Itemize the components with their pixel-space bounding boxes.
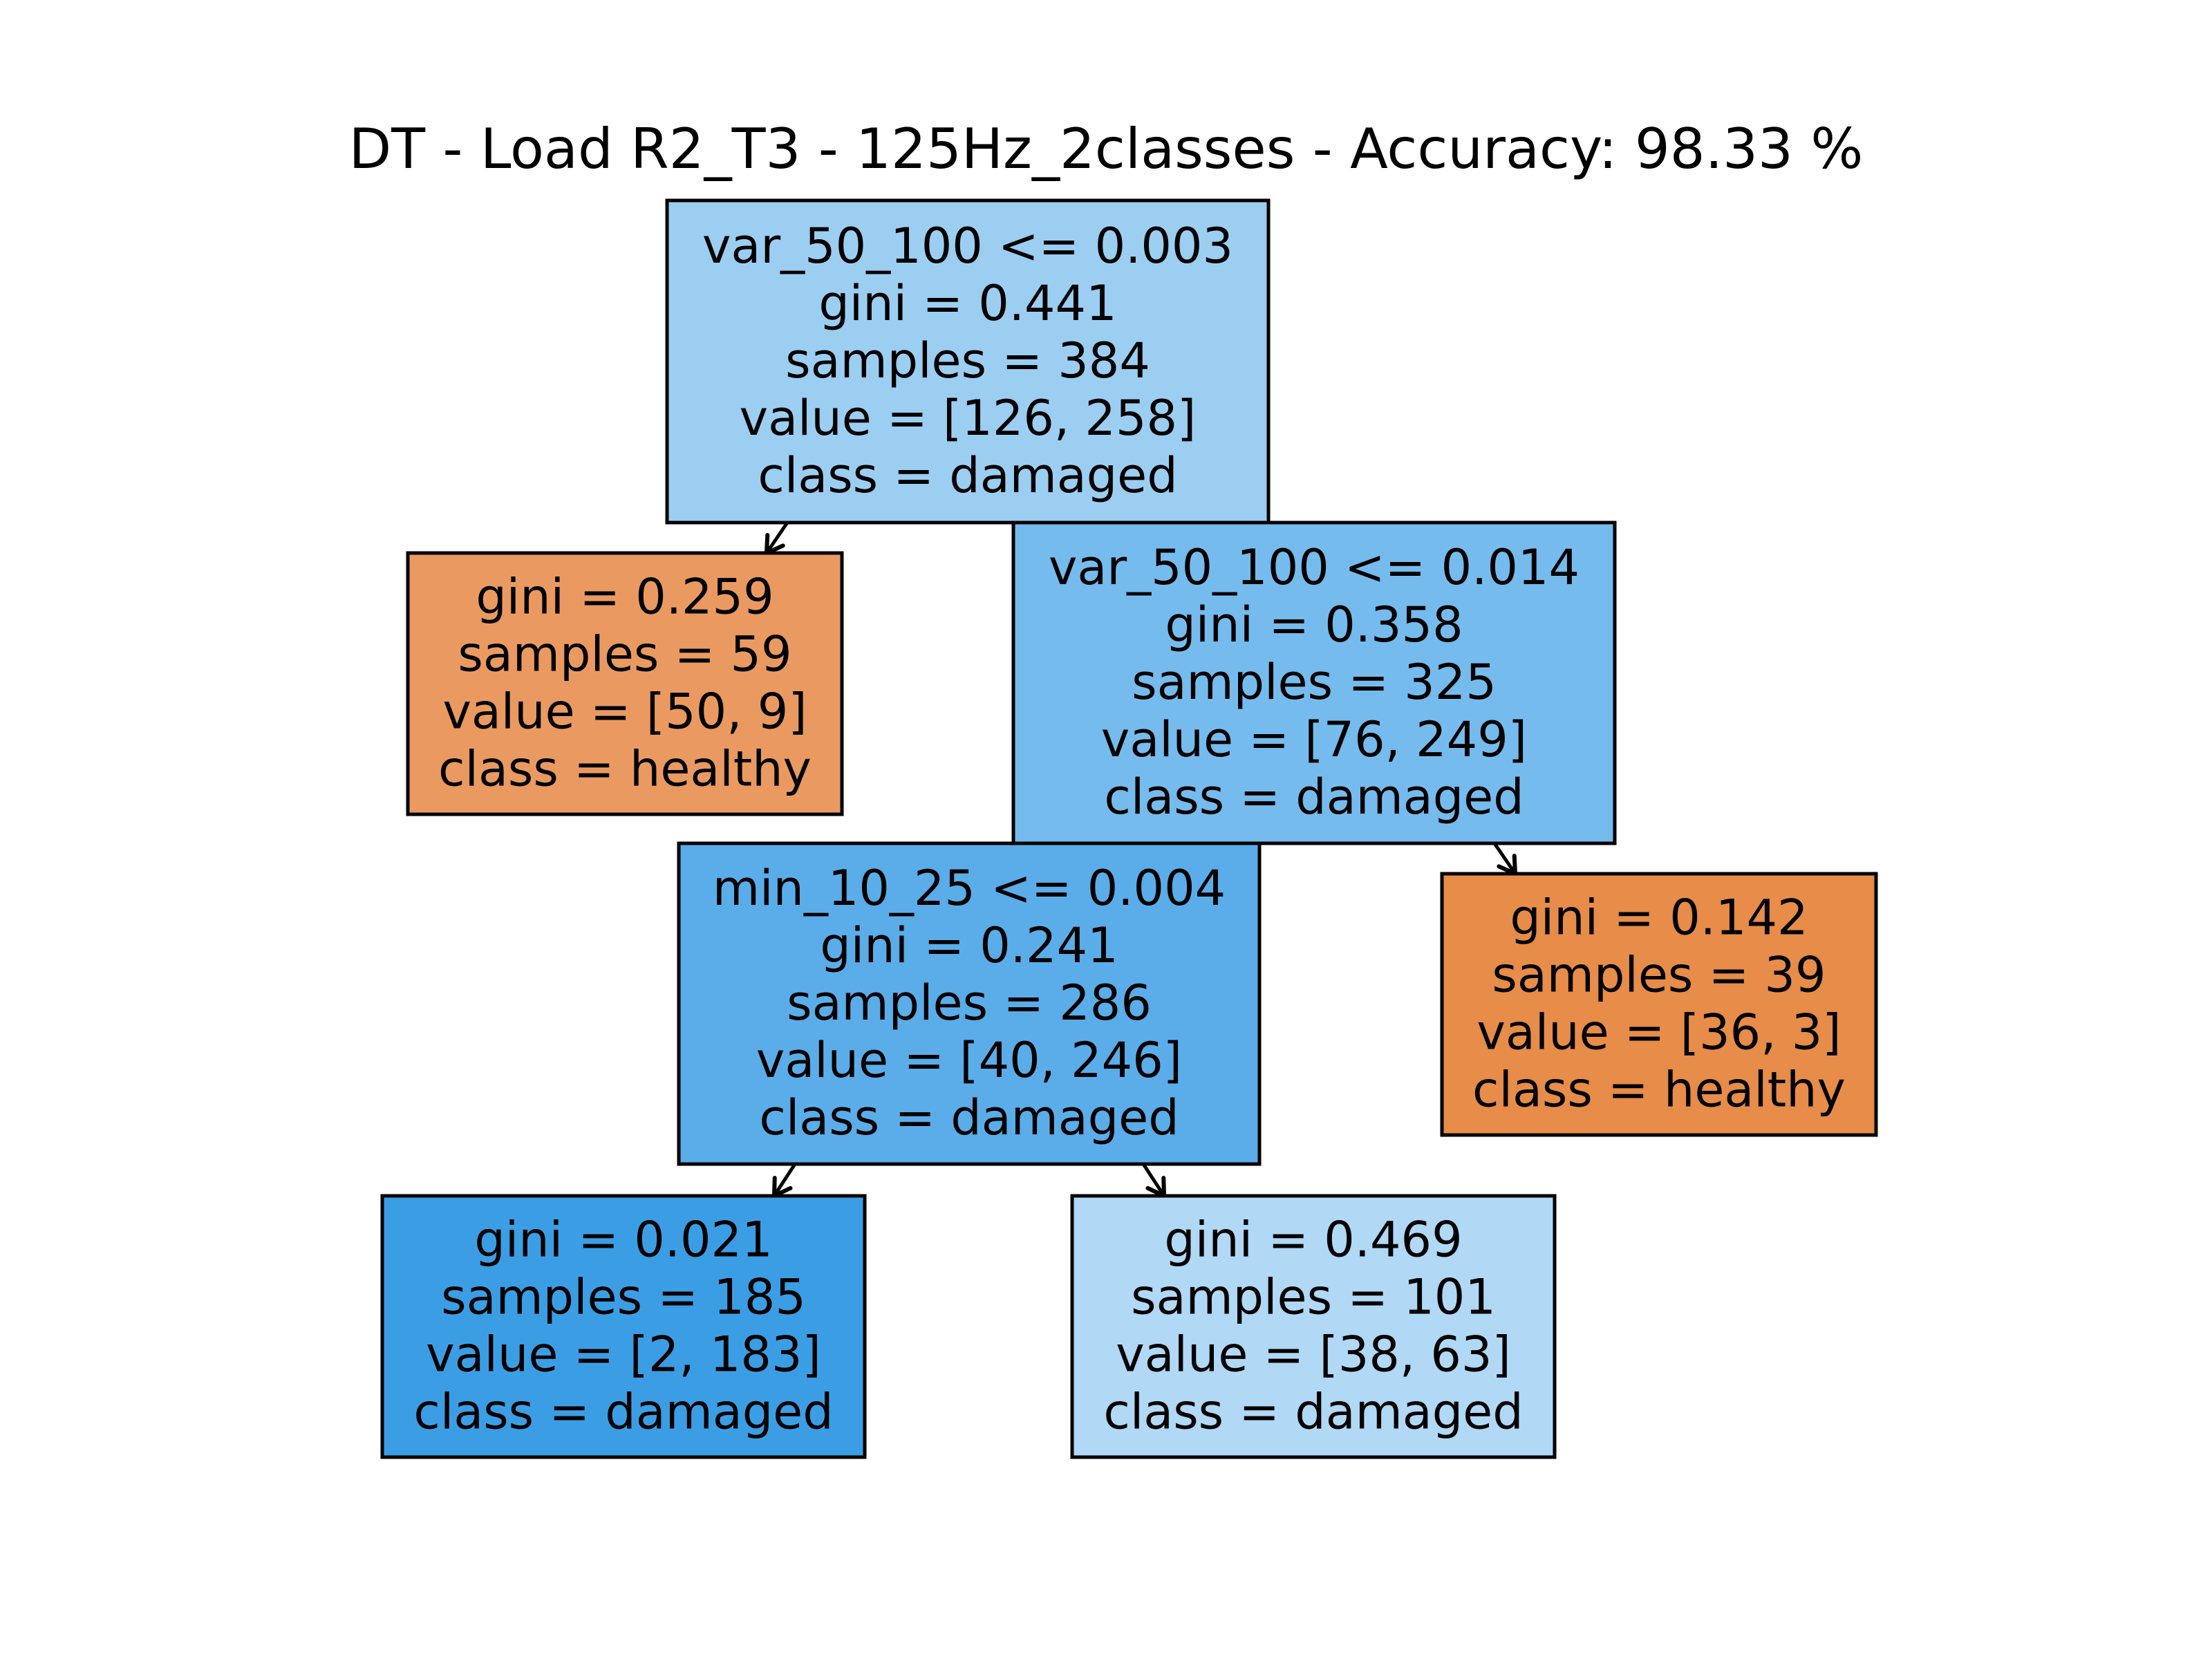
node-box	[1440, 872, 1878, 1137]
tree-edge-root-to-left-leaf	[765, 521, 789, 555]
node-class-text: class = damaged	[759, 1089, 1179, 1146]
node-gini-text: gini = 0.469	[1164, 1212, 1462, 1268]
node-samples-text: samples = 325	[1132, 654, 1497, 711]
node-samples-text: samples = 39	[1492, 947, 1826, 1004]
node-samples-text: samples = 59	[458, 626, 791, 683]
node-value-text: value = [40, 246]	[756, 1032, 1182, 1089]
edge-line	[765, 521, 789, 554]
edge-line	[1492, 842, 1517, 875]
node-value-text: value = [76, 249]	[1101, 711, 1527, 768]
node-condition-text: var_50_100 <= 0.003	[702, 218, 1233, 274]
node-value-text: value = [36, 3]	[1477, 1004, 1841, 1061]
node-value-text: value = [126, 258]	[740, 390, 1197, 447]
node-class-text: class = damaged	[1104, 769, 1524, 825]
node-value-text: value = [38, 63]	[1116, 1327, 1511, 1383]
node-gini-text: gini = 0.358	[1165, 597, 1463, 653]
node-gini-text: gini = 0.241	[820, 917, 1118, 974]
tree-edge-mid-split-to-bottom-right-leaf	[1141, 1163, 1166, 1198]
node-class-text: class = damaged	[413, 1384, 833, 1441]
node-class-text: class = damaged	[1103, 1384, 1523, 1441]
node-gini-text: gini = 0.021	[474, 1212, 772, 1268]
node-samples-text: samples = 101	[1131, 1269, 1496, 1326]
node-box	[1011, 521, 1617, 845]
tree-edge-mid-split-to-bottom-left-leaf	[772, 1163, 797, 1198]
edge-line	[1141, 1163, 1166, 1197]
node-class-text: class = healthy	[1472, 1062, 1846, 1118]
node-value-text: value = [50, 9]	[442, 684, 807, 740]
node-samples-text: samples = 185	[441, 1269, 806, 1326]
node-box	[665, 198, 1271, 525]
tree-edge-right-split-to-right-leaf	[1492, 842, 1517, 876]
node-gini-text: gini = 0.259	[476, 569, 774, 626]
node-gini-text: gini = 0.441	[818, 275, 1116, 332]
node-gini-text: gini = 0.142	[1510, 890, 1808, 946]
node-box	[380, 1194, 867, 1459]
node-box	[677, 841, 1262, 1166]
node-condition-text: min_10_25 <= 0.004	[713, 860, 1226, 917]
node-condition-text: var_50_100 <= 0.014	[1049, 539, 1580, 596]
node-samples-text: samples = 384	[785, 332, 1150, 389]
node-samples-text: samples = 286	[787, 975, 1152, 1031]
node-class-text: class = damaged	[758, 447, 1177, 504]
diagram-title: DT - Load R2_T3 - 125Hz_2classes - Accur…	[349, 117, 1864, 181]
node-box	[1070, 1194, 1557, 1459]
edge-line	[772, 1163, 797, 1197]
node-box	[406, 551, 844, 816]
node-class-text: class = healthy	[438, 741, 812, 798]
node-value-text: value = [2, 183]	[426, 1327, 821, 1383]
